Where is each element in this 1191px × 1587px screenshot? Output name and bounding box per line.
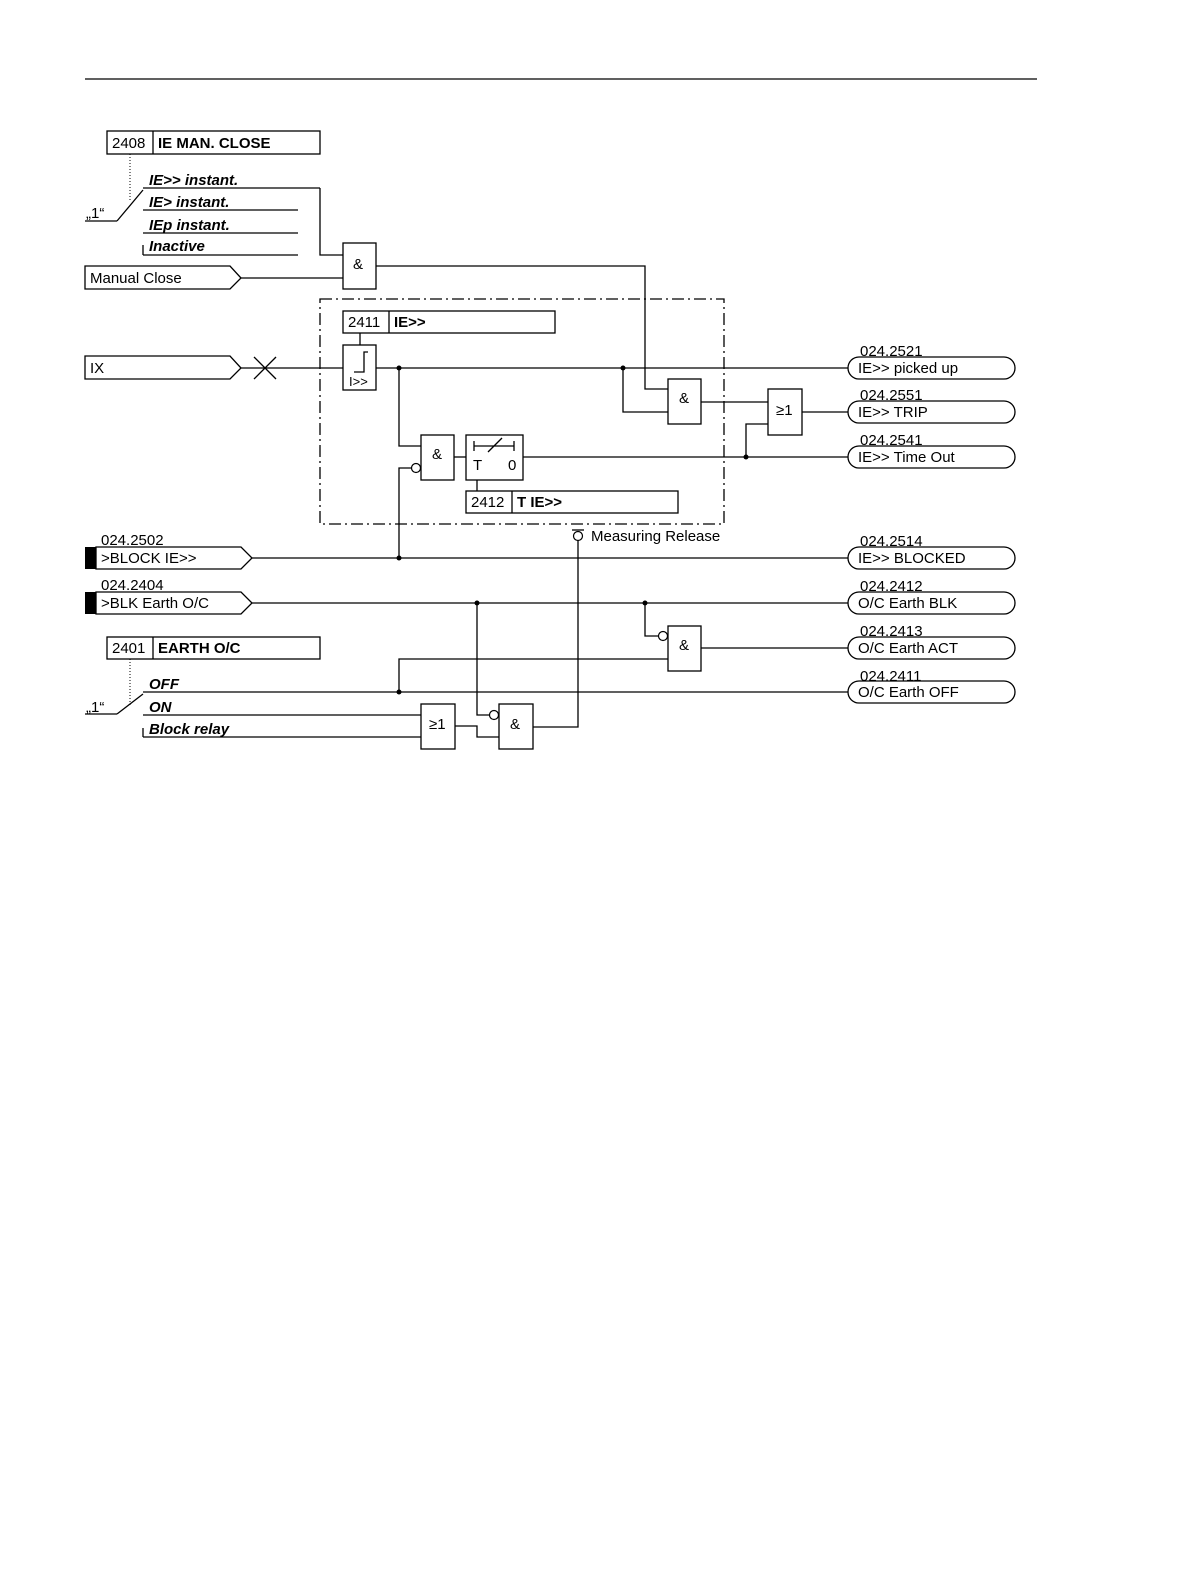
and-gate-trip-symbol: & [679, 390, 689, 407]
option-block-relay: Block relay [149, 721, 230, 738]
measuring-release-inverter [572, 530, 584, 542]
input-ix [84, 355, 242, 380]
output-oc-earth-act: 024.2413 O/C Earth ACT [847, 623, 1016, 660]
input-blk-earth [95, 591, 253, 615]
output-ie-trip-num: 024.2551 [860, 387, 923, 404]
param-box-earth-oc [106, 636, 321, 660]
param-box-ie-high [342, 310, 556, 334]
input-block-ie-marker [85, 547, 96, 569]
output-oc-earth-blk: 024.2412 O/C Earth BLK [847, 578, 1016, 615]
output-oc-earth-act-num: 024.2413 [860, 623, 923, 640]
and-gate-earth-act [667, 625, 702, 672]
param-name-earth-oc: EARTH O/C [158, 640, 241, 657]
and-gate-release [498, 703, 534, 750]
and-gate-timer-symbol: & [432, 446, 442, 463]
input-blk-earth-marker [85, 592, 96, 614]
output-ie-trip: 024.2551 IE>> TRIP [847, 387, 1016, 424]
param-num-t-ie-high: 2412 [471, 494, 504, 511]
input-ix-label: IX [90, 360, 104, 377]
timer-zero-label: 0 [508, 457, 516, 474]
output-ie-time-out-label: IE>> Time Out [858, 449, 956, 466]
input-manual-close-label: Manual Close [90, 270, 182, 287]
measuring-release-label: Measuring Release [591, 528, 720, 545]
param-name-t-ie-high: T IE>> [517, 494, 562, 511]
output-ie-picked-up: 024.2521 IE>> picked up [847, 343, 1016, 380]
output-ie-picked-up-label: IE>> picked up [858, 360, 958, 377]
param-box-t-ie-high [465, 490, 679, 514]
and-gate-trip [667, 378, 702, 425]
param-name-ie-high: IE>> [394, 314, 426, 331]
and-gate-earth-act-symbol: & [679, 637, 689, 654]
inverter-timer-block [410, 462, 422, 474]
param-name-man-close: IE MAN. CLOSE [158, 135, 271, 152]
option-ie-high-instant: IE>> instant. [149, 172, 238, 189]
threshold-element [342, 344, 377, 391]
output-ie-blocked: 024.2514 IE>> BLOCKED [847, 533, 1016, 570]
threshold-label: I>> [349, 374, 368, 389]
output-ie-time-out-num: 024.2541 [860, 432, 923, 449]
output-oc-earth-blk-num: 024.2412 [860, 578, 923, 595]
input-blk-earth-label: >BLK Earth O/C [101, 595, 209, 612]
input-blk-earth-num: 024.2404 [101, 577, 164, 594]
param-box-man-close [106, 130, 321, 155]
switch-label-man-close: „1“ [86, 205, 104, 222]
option-iep-instant: IEp instant. [149, 217, 230, 234]
output-ie-picked-up-num: 024.2521 [860, 343, 923, 360]
or-gate-earth-on-symbol: ≥1 [429, 716, 446, 733]
option-on: ON [149, 699, 173, 716]
and-gate-manual-close-symbol: & [353, 256, 363, 273]
output-oc-earth-act-label: O/C Earth ACT [858, 640, 958, 657]
switch-label-earth-oc: „1“ [86, 699, 104, 716]
input-block-ie-label: >BLOCK IE>> [101, 550, 197, 567]
or-gate-earth-on [420, 703, 456, 750]
input-manual-close [84, 265, 242, 290]
timer-t-label: T [473, 457, 482, 474]
output-oc-earth-off-label: O/C Earth OFF [858, 684, 959, 701]
input-block-ie [95, 546, 253, 570]
or-gate-trip-symbol: ≥1 [776, 402, 793, 419]
output-ie-time-out: 024.2541 IE>> Time Out [847, 432, 1016, 469]
output-ie-blocked-label: IE>> BLOCKED [858, 550, 966, 567]
and-gate-timer [420, 434, 455, 481]
option-ie-instant: IE> instant. [149, 194, 229, 211]
option-off: OFF [149, 676, 180, 693]
output-ie-blocked-num: 024.2514 [860, 533, 923, 550]
output-oc-earth-blk-label: O/C Earth BLK [858, 595, 957, 612]
param-num-earth-oc: 2401 [112, 640, 145, 657]
input-block-ie-num: 024.2502 [101, 532, 164, 549]
output-ie-trip-label: IE>> TRIP [858, 404, 928, 421]
timer-element [465, 434, 524, 481]
param-num-ie-high: 2411 [348, 314, 380, 331]
param-num-man-close: 2408 [112, 135, 145, 152]
and-gate-release-symbol: & [510, 716, 520, 733]
output-oc-earth-off: 024.2411 O/C Earth OFF [847, 668, 1016, 704]
inverter-earth-act [657, 630, 669, 642]
inverter-release [488, 709, 500, 721]
function-block-ie-high [319, 298, 725, 525]
option-inactive: Inactive [149, 238, 205, 255]
